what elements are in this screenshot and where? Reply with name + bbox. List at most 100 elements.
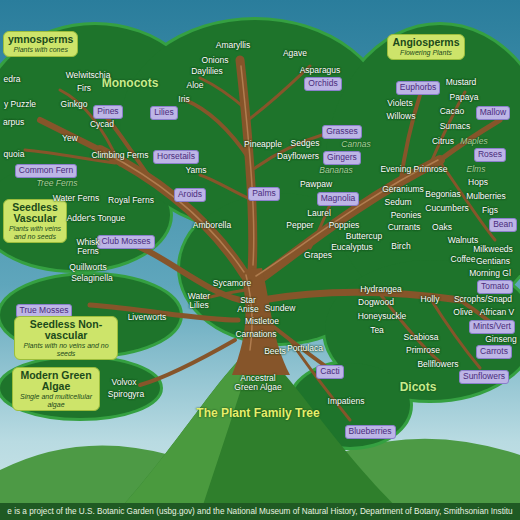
plant-label: quoia (4, 150, 25, 159)
plant-label: Elms (467, 165, 486, 174)
plant-label: Mustard (446, 78, 477, 87)
family-name: Bean (493, 220, 513, 230)
plant-label: Water Lilies (183, 292, 215, 311)
plant-label: Hydrangea (360, 285, 402, 294)
family-name: Palms (252, 189, 276, 199)
plant-label: Mistletoe (245, 317, 279, 326)
plant-label: Scabiosa (404, 333, 439, 342)
group-note: Single and multicellular algae (17, 393, 95, 408)
group-heading: Seedless Vascular (8, 202, 62, 225)
family-name: Horsetails (157, 152, 195, 162)
plant-label: Mulberries (466, 192, 506, 201)
plant-label: Oaks (432, 223, 452, 232)
plant-label: Carnations (235, 330, 276, 339)
family-name: Euphorbs (400, 83, 436, 93)
plant-label: y Puzzle (4, 100, 36, 109)
plant-label: Pawpaw (300, 180, 332, 189)
plant-label: arpus (3, 118, 24, 127)
plant-label: Sundew (265, 304, 296, 313)
plant-label: Onions (202, 56, 229, 65)
group-box: Seedless Non-vascularPlants with no vein… (14, 316, 118, 360)
family-name: Blueberries (349, 427, 392, 437)
family-box: Tomato (477, 280, 513, 294)
family-box: Cacti (316, 365, 343, 379)
plant-label: Quillworts (69, 263, 106, 272)
group-box: ymnospermsPlants with cones (3, 31, 78, 56)
family-name: Grasses (326, 127, 358, 137)
group-note: Plants with no veins and no seeds (19, 342, 113, 357)
plant-label: Pepper (286, 221, 313, 230)
group-box: Seedless VascularPlants with veins and n… (3, 199, 67, 243)
family-name: Roses (478, 150, 502, 160)
plant-label: Yew (62, 134, 78, 143)
plant-label: Birch (391, 242, 410, 251)
plant-label: Adder's Tongue (67, 214, 126, 223)
plant-label: Sycamore (213, 279, 251, 288)
plant-label: Beets (264, 347, 286, 356)
plant-label: Royal Ferns (108, 196, 154, 205)
family-box: Common Fern (15, 164, 77, 178)
family-box: Blueberries (345, 425, 396, 439)
family-box: Pines (93, 105, 122, 119)
plant-label: Cycad (90, 120, 114, 129)
plant-label: Welwitschia (66, 71, 111, 80)
plant-label: Ginseng (485, 335, 517, 344)
plant-label: Tea (370, 326, 384, 335)
plant-label: Poppies (329, 221, 360, 230)
plant-label: Violets (387, 99, 412, 108)
plant-label: Liverworts (128, 313, 167, 322)
family-box: Orchids (304, 77, 341, 91)
family-name: Common Fern (19, 166, 73, 176)
plant-label: Impatiens (328, 397, 365, 406)
plant-label: Grapes (304, 251, 332, 260)
family-box: Aroids (174, 188, 206, 202)
plant-label: Evening Primrose (380, 165, 447, 174)
plant-label: Amaryllis (216, 41, 250, 50)
group-heading: Angiosperms (392, 37, 459, 49)
group-heading: Seedless Non-vascular (19, 319, 113, 342)
plant-label: Yams (185, 166, 206, 175)
plant-label: Sumacs (440, 122, 471, 131)
family-name: Magnolia (321, 194, 356, 204)
family-box: Sunflowers (459, 370, 509, 384)
group-note: Flowering Plants (392, 49, 459, 57)
plant-label: Dayflowers (277, 152, 319, 161)
plant-label: Ancestral Green Algae (228, 374, 288, 393)
group-label: Dicots (400, 381, 437, 394)
family-box: Lilies (150, 106, 177, 120)
plant-label: Geraniums (382, 185, 424, 194)
plant-label: Star Anise (234, 296, 262, 315)
plant-label: Morning Gl (469, 269, 511, 278)
family-name: Mints/Vert (473, 322, 511, 332)
family-name: Tomato (481, 282, 509, 292)
plant-label: Bananas (319, 166, 353, 175)
plant-label: Olive (453, 308, 472, 317)
plant-label: Coffee (451, 255, 476, 264)
plant-label: Gentians (476, 257, 510, 266)
family-name: True Mosses (20, 306, 69, 316)
plant-label: Maples (460, 137, 487, 146)
plant-label: Bellflowers (417, 360, 458, 369)
plant-label: Figs (482, 206, 498, 215)
plant-label: Honeysuckle (358, 312, 407, 321)
plant-label: Water Ferns (53, 194, 99, 203)
plant-label: Eucalyptus (331, 243, 373, 252)
group-box: Modern Green AlgaeSingle and multicellul… (12, 367, 100, 411)
family-box: Horsetails (153, 150, 199, 164)
family-name: Aroids (178, 190, 202, 200)
plant-label: Cannas (341, 140, 370, 149)
family-box: Roses (474, 148, 506, 162)
plant-label: Climbing Ferns (91, 151, 148, 160)
family-box: Club Mosses (97, 235, 154, 249)
group-heading: ymnosperms (8, 34, 73, 46)
plant-label: African V (480, 308, 515, 317)
plant-label: Iris (178, 95, 189, 104)
plant-label: Citrus (432, 137, 454, 146)
plant-label: Portulaca (287, 344, 323, 353)
plant-label: Willows (387, 112, 416, 121)
plant-label: Selaginella (71, 274, 113, 283)
family-box: Bean (489, 218, 517, 232)
group-note: Plants with veins and no seeds (8, 225, 62, 240)
plant-label: Scrophs/Snapd (454, 295, 512, 304)
family-box: Palms (248, 187, 280, 201)
